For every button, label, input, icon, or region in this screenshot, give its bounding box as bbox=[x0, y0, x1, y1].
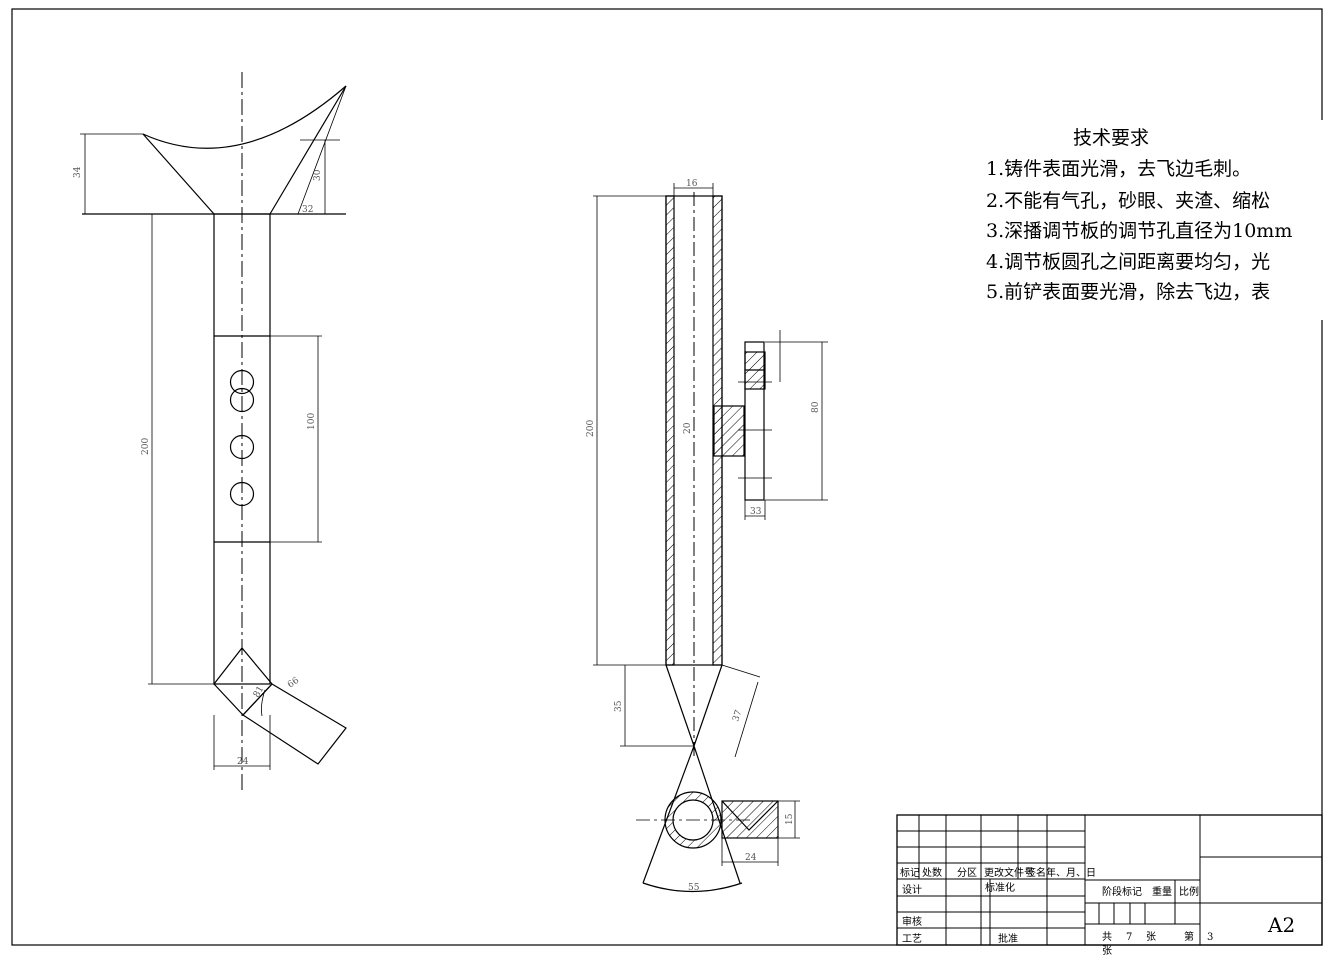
tb-header-count: 处数 bbox=[922, 866, 942, 879]
adjust-hole-1 bbox=[229, 369, 255, 395]
tb-header-zone: 分区 bbox=[957, 867, 977, 879]
shovel-left-edge bbox=[665, 664, 695, 747]
dim-left-100: 100 bbox=[307, 413, 317, 430]
tb-header-date: 年、月、日 bbox=[1046, 866, 1096, 879]
tb-header-sign: 签名 bbox=[1026, 866, 1046, 879]
left-guide bbox=[297, 85, 347, 215]
tb-sheet-unit2: 张 bbox=[1102, 945, 1112, 957]
dim-left-34: 34 bbox=[73, 166, 83, 178]
left-shovel-square bbox=[213, 647, 273, 716]
left-top-side-left bbox=[142, 133, 215, 215]
dim-left-200: 200 bbox=[141, 438, 151, 455]
tech-requirements: 技术要求 1.铸件表面光滑，去飞边毛刺。 2.不能有气孔，砂眼、夹渣、缩松 3.… bbox=[986, 127, 1292, 303]
tb-standardization: 标准化 bbox=[985, 881, 1015, 894]
drawing-border bbox=[11, 8, 1323, 946]
tube-wall-left bbox=[665, 195, 675, 666]
tb-checker: 审核 bbox=[902, 915, 922, 928]
section-block bbox=[721, 800, 779, 839]
dim-mid-80: 80 bbox=[811, 401, 821, 413]
shovel-right-edge bbox=[693, 664, 723, 747]
tb-header-docno: 更改文件号 bbox=[984, 866, 1034, 879]
tb-sheet-no: 3 bbox=[1207, 932, 1213, 943]
dim-mid-200: 200 bbox=[586, 420, 596, 437]
tb-weight: 重量 bbox=[1152, 885, 1172, 898]
dim-left-32: 32 bbox=[302, 205, 313, 215]
left-top-side-right bbox=[269, 85, 347, 215]
tb-designer: 设计 bbox=[902, 883, 922, 896]
title-block bbox=[896, 814, 1323, 946]
left-shaft bbox=[213, 213, 271, 685]
tb-sheet-unit: 张 bbox=[1146, 931, 1156, 943]
tech-item-1: 1.铸件表面光滑，去飞边毛刺。 bbox=[986, 158, 1251, 180]
tech-item-5: 5.前铲表面要光滑，除去飞边，表 bbox=[986, 281, 1270, 303]
tech-title: 技术要求 bbox=[1073, 127, 1149, 149]
adjust-hole-4 bbox=[229, 481, 255, 507]
left-dimension-labels: 34 30 32 200 100 24 81 66 bbox=[73, 166, 323, 767]
middle-view bbox=[636, 192, 779, 893]
tb-stage-mark: 阶段标记 bbox=[1102, 885, 1142, 898]
dim-left-66: 66 bbox=[286, 676, 301, 691]
tb-header-mark: 标记 bbox=[900, 867, 920, 879]
dim-left-24: 24 bbox=[237, 757, 249, 767]
left-dimensions bbox=[80, 133, 346, 770]
tb-sheet-prefix: 第 bbox=[1184, 930, 1194, 943]
tb-approval: 批准 bbox=[998, 932, 1018, 945]
dim-mid-55: 55 bbox=[688, 883, 700, 893]
dim-mid-35: 35 bbox=[614, 700, 624, 712]
left-shovel-blade bbox=[242, 683, 347, 765]
dim-mid-37: 37 bbox=[731, 709, 744, 723]
tb-total-prefix: 共 bbox=[1102, 931, 1112, 943]
tb-scale: 比例 bbox=[1179, 885, 1199, 898]
shovel-arc bbox=[642, 882, 743, 893]
middle-dimension-labels: 16 200 35 37 15 80 20 24 33 55 bbox=[586, 179, 821, 893]
middle-dimensions bbox=[593, 183, 828, 866]
dim-mid-24: 24 bbox=[745, 853, 757, 863]
dim-mid-15: 15 bbox=[785, 813, 795, 825]
tech-item-2: 2.不能有气孔，砂眼、夹渣、缩松 bbox=[986, 190, 1270, 212]
tech-item-3: 3.深播调节板的调节孔直径为10mm bbox=[986, 220, 1292, 242]
left-view bbox=[82, 72, 347, 790]
tb-paper-size: A2 bbox=[1267, 913, 1295, 937]
adjust-plate bbox=[744, 341, 765, 501]
dim-left-30: 30 bbox=[313, 169, 323, 181]
tb-total-sheets: 7 bbox=[1126, 932, 1132, 943]
title-block-text: 标记 处数 分区 更改文件号 签名 年、月、日 设计 标准化 审核 工艺 批准 … bbox=[900, 866, 1295, 957]
left-top-curve bbox=[142, 85, 347, 149]
dim-left-81: 81 bbox=[252, 685, 266, 700]
dim-mid-20: 20 bbox=[683, 422, 693, 434]
tb-process: 工艺 bbox=[902, 933, 922, 945]
bracket-block bbox=[713, 405, 745, 457]
adjust-hole-3 bbox=[229, 434, 255, 460]
adjust-hole-2 bbox=[229, 387, 255, 413]
dim-mid-16: 16 bbox=[686, 179, 698, 189]
tech-item-4: 4.调节板圆孔之间距离要均匀，光 bbox=[986, 251, 1270, 273]
dim-mid-33: 33 bbox=[750, 507, 762, 517]
